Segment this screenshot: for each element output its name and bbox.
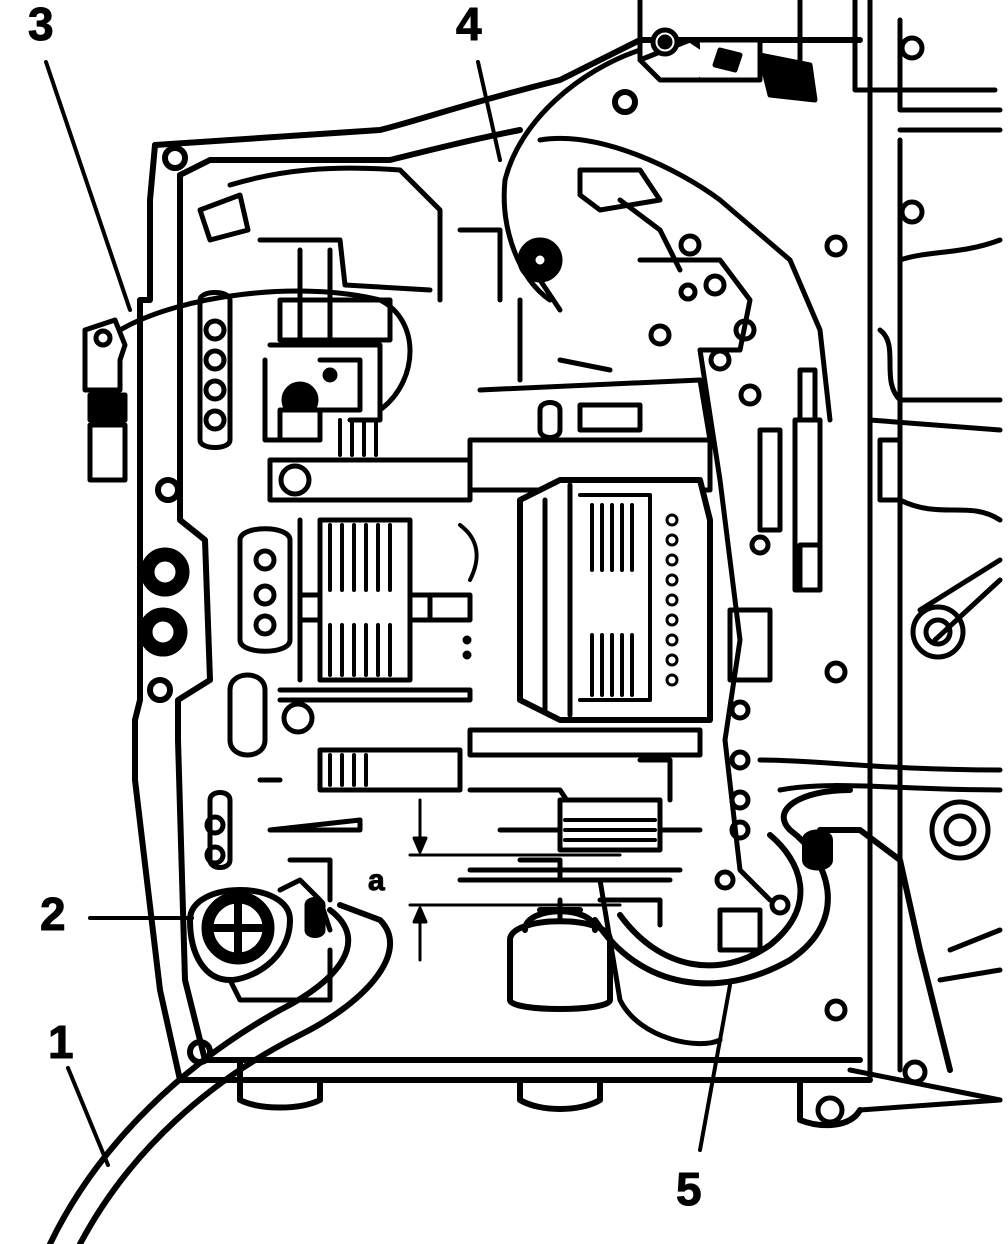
callout-label-4: 4 (456, 0, 482, 50)
sensor-wire-3 (82, 288, 413, 483)
leader-lines (44, 60, 732, 1167)
clutch-drum-center (517, 477, 713, 723)
callout-label-2: 2 (40, 888, 66, 940)
leader-line-4 (476, 60, 502, 162)
transmission-housing (637, 0, 1003, 1125)
valve-body-lower (457, 757, 723, 1047)
leader-line-1 (66, 1066, 110, 1167)
dimension-a-marker (408, 798, 622, 962)
wiring-harness (47, 787, 953, 1244)
leader-line-3 (44, 60, 132, 312)
callout-label-3: 3 (28, 0, 54, 50)
mounting-bolts-left (138, 547, 190, 657)
callout-label-5: 5 (676, 1163, 702, 1215)
clutch-drum-left (317, 418, 479, 787)
sensor-wire-4 (501, 27, 818, 313)
leader-line-5 (698, 983, 732, 1152)
solenoid-cylinder (507, 907, 613, 1012)
callout-label-1: 1 (48, 1016, 74, 1068)
connector-plug (187, 877, 333, 1003)
valve-body-channels (197, 136, 833, 953)
dimension-label-a: a (368, 864, 385, 897)
